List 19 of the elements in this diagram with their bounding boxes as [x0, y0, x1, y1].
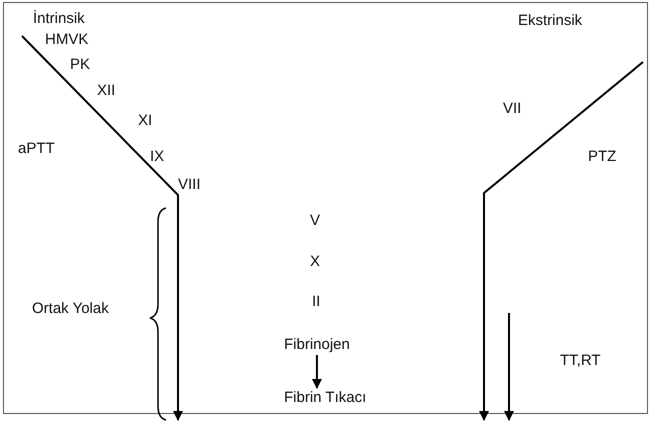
pathway-label: Ortak Yolak [32, 300, 109, 318]
pathway-label: aPTT [18, 140, 55, 158]
pathway-label: V [310, 212, 320, 230]
pathway-label: VII [503, 100, 522, 118]
pathway-label: İntrinsik [33, 10, 85, 28]
pathway-label: VIII [178, 176, 201, 194]
step-label: Fibrinojen [284, 336, 350, 354]
step-label: Fibrin Tıkacı [284, 389, 366, 407]
pathway-label: XI [138, 112, 152, 130]
pathway-label: X [310, 253, 320, 271]
arrow [312, 355, 322, 389]
pathway-label: PK [70, 56, 90, 74]
pathway-label: Ekstrinsik [518, 12, 582, 30]
pathway-label: TT,RT [560, 352, 601, 370]
pathway-label: XII [97, 82, 116, 100]
pathway-label: II [312, 293, 320, 311]
pathway-label: IX [150, 148, 164, 166]
pathway-label: PTZ [588, 148, 616, 166]
pathway-label: HMVK [45, 31, 88, 49]
